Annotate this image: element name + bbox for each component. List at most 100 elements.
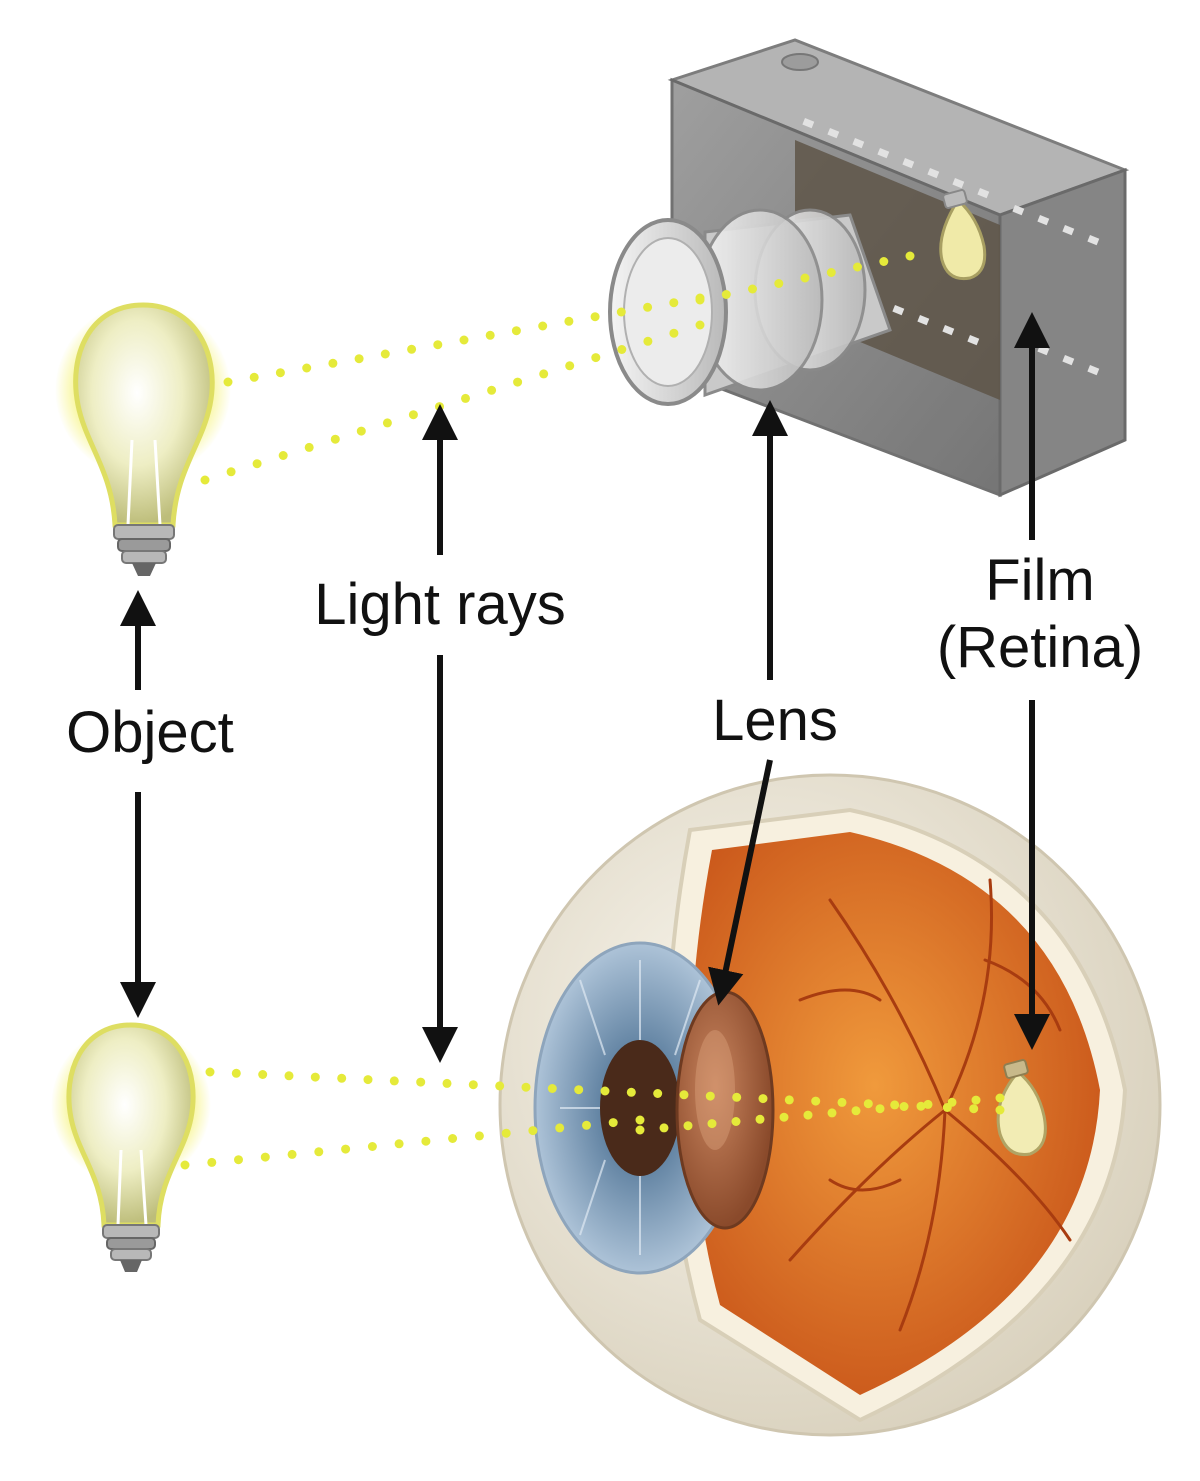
ray-dot (971, 1095, 981, 1105)
ray-dot (278, 451, 288, 460)
ray-dot (758, 1094, 768, 1104)
ray-dot (707, 1119, 717, 1129)
ray-dot (653, 1089, 663, 1098)
ray-dot (407, 344, 417, 354)
ray-dot (485, 330, 495, 340)
ray-dot (226, 467, 236, 477)
ray-dot (947, 1097, 957, 1107)
ray-dot (784, 1095, 794, 1105)
object-label: Object (66, 700, 234, 765)
ray-dot (800, 273, 810, 283)
eyeball-icon (498, 773, 1162, 1437)
ray-dot (304, 442, 314, 452)
ray-dot (574, 1085, 584, 1095)
ray-dot (382, 418, 392, 428)
lightbulb-icon (51, 1022, 211, 1272)
pointer-arrows (120, 312, 1050, 1063)
light-rays-label: Light rays (314, 572, 566, 637)
ray-dot (207, 1157, 217, 1167)
ray-dot (408, 410, 418, 420)
ray-dot (459, 335, 469, 345)
ray-dot (899, 1102, 909, 1111)
ray-dot (547, 1084, 557, 1093)
ray-dot (679, 1090, 689, 1100)
ray-dot (705, 1091, 715, 1101)
ray-dot (635, 1115, 645, 1125)
ray-dot (337, 1073, 347, 1083)
ray-dot (363, 1075, 373, 1085)
ray-dot (617, 345, 627, 354)
ray-dot (590, 312, 600, 322)
lens-arrow-down (708, 759, 773, 1006)
ray-dot (258, 1070, 268, 1079)
ray-dot (837, 1097, 847, 1107)
ray-dot (803, 1110, 813, 1120)
ray-dot (600, 1086, 610, 1096)
ray-dot (501, 1128, 511, 1138)
ray-dot (826, 268, 836, 277)
ray-dot (732, 1092, 742, 1102)
ray-dot (223, 377, 233, 387)
ray-dot (755, 1114, 765, 1124)
ray-dot (748, 284, 757, 294)
ray-dot (468, 1080, 478, 1090)
ray-dot (287, 1149, 297, 1159)
ray-dot (659, 1123, 669, 1133)
film-retina-label: Film (Retina) (905, 548, 1175, 681)
ray-dot (774, 279, 784, 288)
ray-dot (538, 321, 548, 331)
inverted-bulb-image (939, 189, 987, 281)
ray-dot (380, 349, 390, 359)
ray-dot (731, 1117, 741, 1126)
ray-dot (513, 377, 523, 387)
lens-label: Lens (712, 688, 838, 753)
ray-dot (582, 1120, 591, 1130)
ray-dot (565, 361, 575, 371)
ray-dot (643, 336, 653, 346)
ray-dot (433, 340, 443, 350)
ray-dot (851, 1106, 861, 1116)
ray-dot (616, 307, 626, 317)
ray-dot (341, 1144, 351, 1154)
ray-dot (310, 1072, 320, 1082)
ray-dot (564, 316, 574, 326)
ray-dot (669, 298, 679, 308)
ray-dot (416, 1077, 426, 1087)
ray-dot (252, 459, 262, 469)
ray-dot (539, 369, 549, 379)
ray-dot (511, 326, 521, 336)
ray-dot (275, 368, 285, 378)
lightbulb-icon (55, 302, 231, 576)
ray-dot (905, 251, 915, 261)
ray-dot (811, 1096, 821, 1106)
ray-dot (249, 372, 259, 382)
ray-dot (608, 1118, 618, 1128)
ray-dot (528, 1126, 538, 1136)
ray-dot (180, 1160, 190, 1170)
ray-dot (356, 426, 366, 436)
ray-dot (890, 1100, 900, 1110)
ray-dot (695, 320, 705, 330)
light-rays-camera (180, 251, 1005, 1170)
ray-dot (474, 1131, 484, 1141)
ray-dot (669, 328, 679, 338)
ray-dot (442, 1078, 452, 1088)
ray-dot (389, 1076, 399, 1086)
ray-dot (328, 358, 338, 368)
ray-dot (435, 402, 444, 412)
ray-dot (916, 1101, 926, 1111)
film-label-line2: (Retina) (936, 614, 1144, 680)
ray-dot (495, 1081, 505, 1091)
ray-dot (521, 1082, 531, 1092)
ray-dot (969, 1104, 979, 1114)
ray-dot (879, 257, 889, 266)
ray-dot (875, 1104, 885, 1114)
ray-dot (448, 1134, 458, 1143)
ray-dot (302, 363, 312, 373)
ray-dot (421, 1136, 431, 1146)
ray-dot (487, 385, 497, 395)
ray-dot (591, 353, 601, 363)
ray-dot (200, 475, 210, 485)
ray-dot (695, 295, 705, 305)
